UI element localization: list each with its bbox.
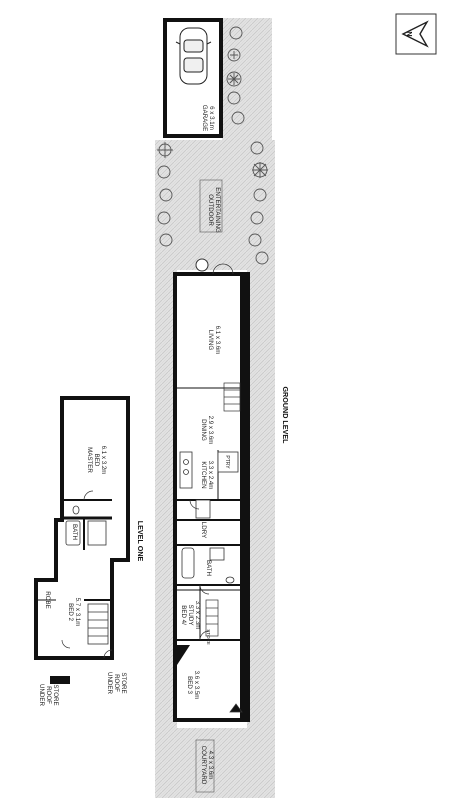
living-size: 6.1 x 3.6m — [214, 326, 221, 355]
bed3-size: 3.6 x 3.5m — [193, 671, 200, 700]
outdoor-paving — [155, 140, 275, 270]
robe-label: ROBE — [44, 591, 51, 609]
party-wall — [240, 274, 248, 720]
plant-icon — [157, 141, 269, 265]
urs-left-2: ROOF — [45, 686, 52, 704]
bed2-label: BED 2 — [67, 603, 74, 621]
outdoor-label: OUTDOOR — [207, 194, 214, 226]
kitchen-label: KITCHEN — [200, 461, 207, 488]
urs-left-3: STORE — [52, 684, 59, 705]
bed4-size: 3.3 x 2.3m — [194, 601, 201, 630]
pantry-label: PTRY — [224, 455, 230, 469]
level-one-interior — [38, 499, 112, 601]
dining-label: DINING — [200, 419, 207, 441]
ground-level-title: GROUND LEVEL — [281, 386, 290, 444]
urs-left-1: UNDER — [38, 684, 45, 707]
courtyard-label-box — [195, 739, 215, 793]
under-roof-store-left — [50, 676, 70, 684]
garage-size: 6 x 3.1m — [208, 106, 215, 130]
bath-ground-label: BATH — [205, 560, 212, 576]
door-swings — [189, 263, 243, 713]
staircase — [205, 382, 241, 637]
master-size: 6.1 x 3.2m — [100, 446, 107, 475]
urs-right-3: STORE — [120, 672, 127, 693]
level-one-doors — [61, 490, 113, 659]
store-label: STORE — [206, 629, 211, 644]
courtyard-paving — [155, 728, 275, 798]
living-label: LIVING — [207, 330, 214, 350]
garage-label: GARAGE — [201, 105, 208, 131]
side-paving-left — [155, 270, 177, 728]
courtyard-label: COURTYARD — [200, 746, 207, 785]
dining-size: 2.9 x 3.6m — [207, 416, 214, 445]
urs-right-1: UNDER — [106, 672, 113, 695]
laundry-label: LDRY — [200, 522, 207, 538]
master-sub: BED — [93, 454, 100, 467]
bed4-sub: STUDY — [187, 605, 194, 626]
north-arrow-icon: N — [395, 13, 437, 55]
level-one-title: LEVEL ONE — [136, 521, 145, 562]
bbq-icon — [195, 258, 209, 272]
bed4-label: BED 4/ — [180, 605, 187, 625]
side-paving-right — [247, 270, 275, 728]
outdoor-sub: ENTERTAINING — [214, 187, 221, 233]
bath-l1-label: BATH — [71, 524, 78, 540]
chimney-mark — [177, 645, 190, 665]
level-one-fixtures — [65, 505, 109, 645]
master-label: MASTER — [86, 447, 93, 473]
outdoor-label-box — [199, 179, 223, 233]
bath-fixtures — [181, 499, 235, 584]
bed2-size: 5.7 x 3.1m — [74, 598, 81, 627]
plant-icon — [226, 26, 245, 125]
kitchen-counter — [179, 451, 239, 489]
courtyard-size: 4.3 x 3.6m — [207, 751, 214, 780]
kitchen-size: 3.3 x 2.4m — [207, 461, 214, 490]
north-label: N — [405, 31, 414, 36]
bed3-label: BED 3 — [186, 676, 193, 694]
car-icon — [175, 27, 212, 85]
level-one-walls — [34, 396, 130, 660]
urs-right-2: ROOF — [113, 674, 120, 692]
